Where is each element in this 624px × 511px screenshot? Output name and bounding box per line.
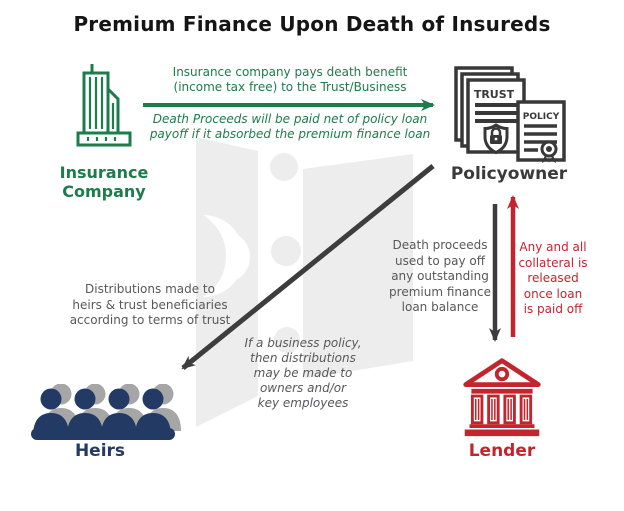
loan-payoff-text: Death proceeds used to pay off any outst… (389, 238, 491, 314)
people-group-icon (28, 384, 183, 442)
bank-building-icon (459, 355, 545, 439)
trust-doc-title: TRUST (474, 88, 515, 101)
death-benefit-note: Death Proceeds will be paid net of polic… (149, 112, 431, 141)
arrow-distributions (181, 164, 435, 370)
business-policy-note: If a business policy, then distributions… (244, 336, 362, 410)
collateral-release-text: Any and all collateral is released once … (518, 240, 588, 316)
distributions-text: Distributions made to heirs & trust bene… (69, 282, 231, 327)
lender-label: Lender (468, 441, 536, 461)
policyowner-label: Policyowner (450, 164, 568, 184)
page-title: Premium Finance Upon Death of Insureds (73, 12, 551, 36)
heirs-label: Heirs (74, 441, 126, 461)
policy-doc-title: POLICY (523, 112, 560, 122)
office-building-icon (76, 63, 134, 159)
insurance-company-label: Insurance Company (59, 163, 149, 201)
trust-policy-documents-icon: TRUST POLICY (450, 62, 568, 165)
death-benefit-text: Insurance company pays death benefit (in… (172, 65, 408, 94)
